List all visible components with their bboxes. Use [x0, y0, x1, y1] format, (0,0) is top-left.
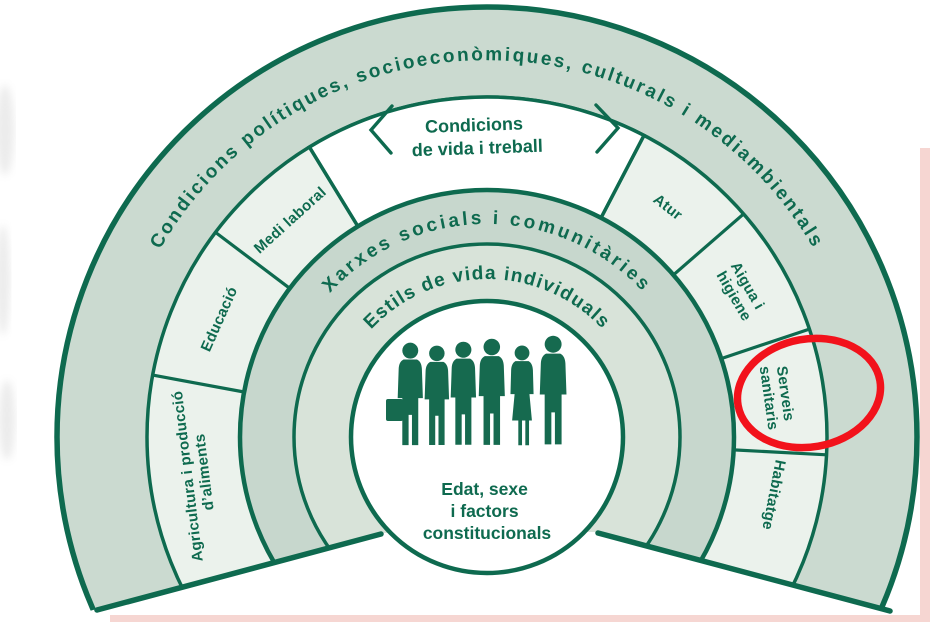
chevron-right-icon	[594, 103, 621, 154]
highlight-ellipse	[733, 334, 885, 452]
fan-bottom-border-left	[94, 531, 384, 613]
fan-bottom-cut	[55, 532, 925, 622]
segment-label-condicions-vida-treball: Condicions de vida i treball	[411, 113, 543, 161]
center-label: Edat, sexe i factors constitucionals	[423, 479, 552, 543]
scan-artifact-smudges	[0, 85, 15, 460]
fan-bottom-border-right	[595, 530, 893, 614]
people-silhouettes-icon	[386, 335, 567, 446]
briefcase-icon	[386, 399, 403, 421]
chevron-left-icon	[368, 104, 394, 155]
segment-dividers	[152, 134, 827, 457]
scan-artifact-pink-strips	[110, 148, 930, 622]
